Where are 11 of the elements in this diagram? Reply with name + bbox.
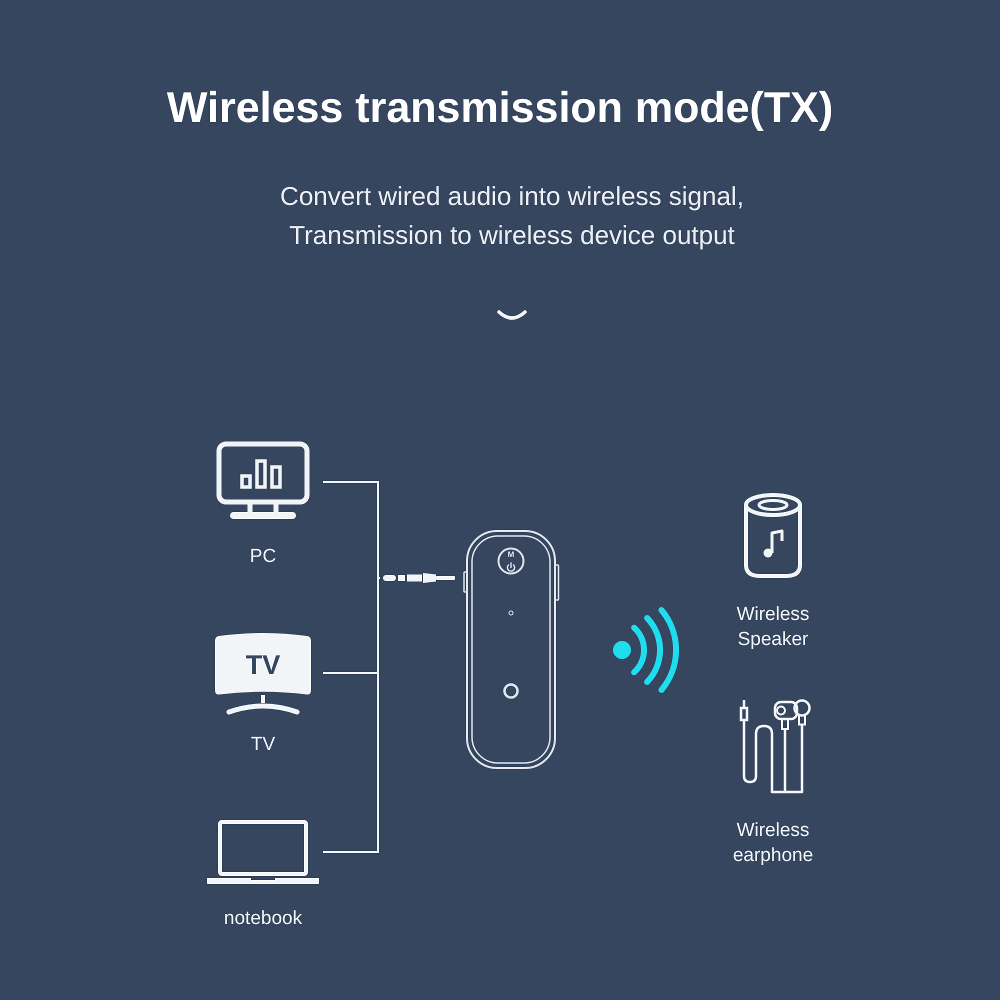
device-label: Wireless earphone <box>732 819 814 868</box>
device-label: TV <box>250 733 276 757</box>
button-label: M <box>508 551 514 559</box>
connector-line <box>323 481 380 579</box>
device-label: notebook <box>224 907 302 931</box>
subtitle: Convert wired audio into wireless signal, Transmission to wireless device output <box>279 180 745 252</box>
title: Wireless transmission mode(TX) <box>166 83 834 134</box>
screen-text: TV <box>246 650 280 680</box>
connector-line <box>323 577 381 853</box>
device-label: PC <box>250 545 276 569</box>
device-label: Wireless Speaker <box>736 603 810 652</box>
